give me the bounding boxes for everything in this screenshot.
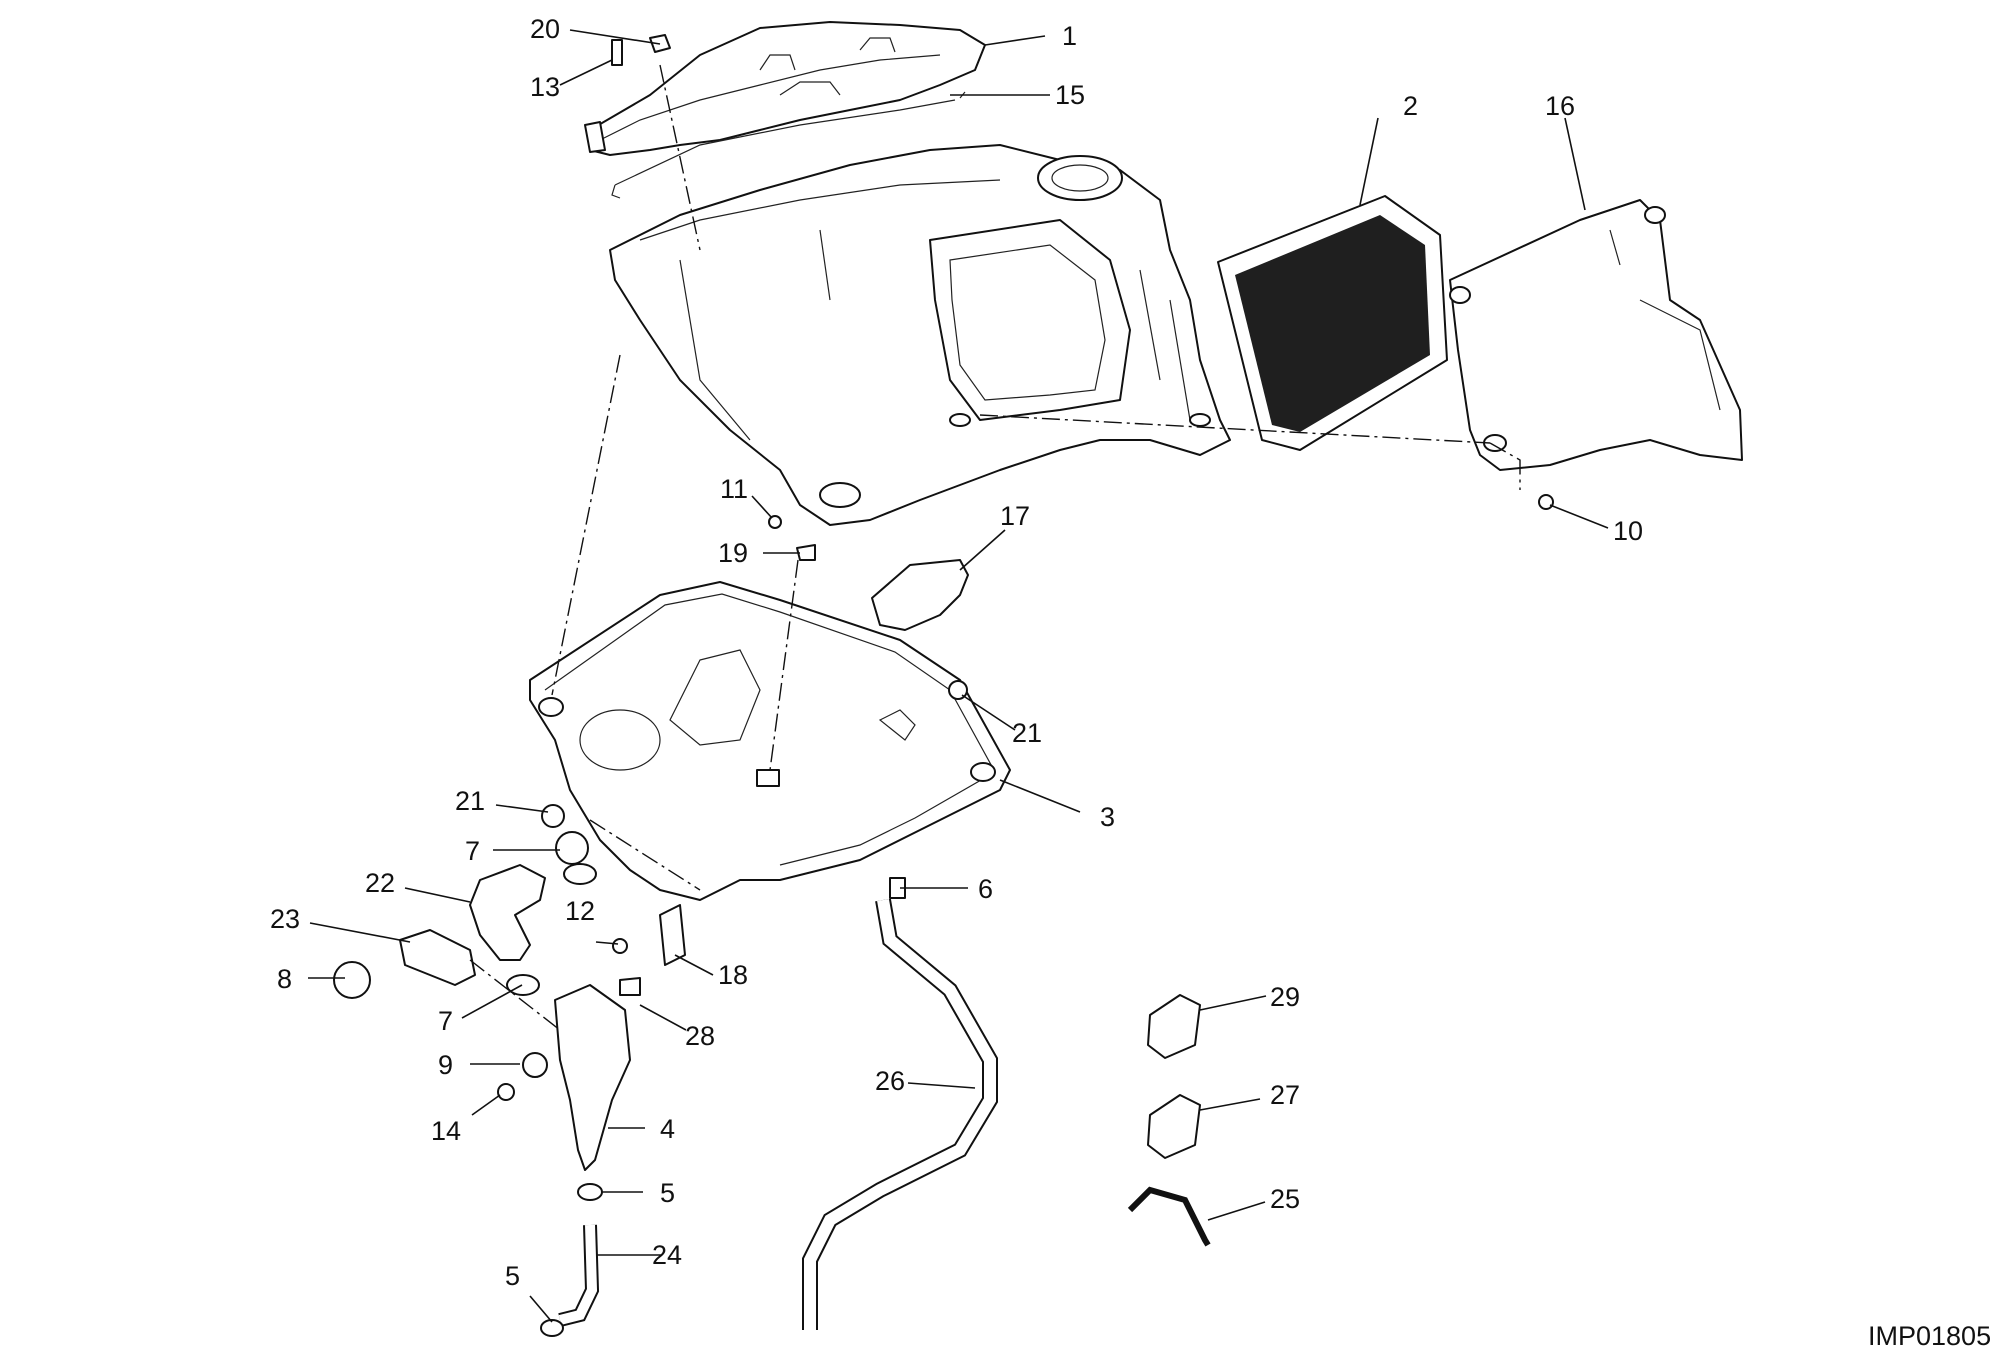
callout-24: 24 <box>652 1240 682 1270</box>
callout-13: 13 <box>530 72 560 102</box>
frame-part <box>609 144 1231 526</box>
cable-tie-25-part <box>1127 1186 1211 1247</box>
callout-22: 22 <box>365 868 395 898</box>
callout-10: 10 <box>1613 516 1643 546</box>
callout-5b: 5 <box>505 1261 520 1291</box>
callout-8: 8 <box>277 964 292 994</box>
callout-12: 12 <box>565 896 595 926</box>
reference-code: IMP01805 <box>1868 1321 1991 1351</box>
callout-26: 26 <box>875 1066 905 1096</box>
callout-3: 3 <box>1100 802 1115 832</box>
clamp-29-part <box>1147 994 1201 1059</box>
callout-labels: 1 2 3 4 5 5 6 7 7 8 9 10 11 12 13 14 15 … <box>270 14 1643 1291</box>
callout-16: 16 <box>1545 91 1575 121</box>
callout-27: 27 <box>1270 1080 1300 1110</box>
callout-23: 23 <box>270 904 300 934</box>
air-duct-part <box>1449 199 1743 471</box>
callout-4: 4 <box>660 1114 675 1144</box>
callout-1: 1 <box>1062 21 1077 51</box>
callout-17: 17 <box>1000 501 1030 531</box>
callout-5a: 5 <box>660 1178 675 1208</box>
leader-lines <box>308 29 1609 1323</box>
assembly-lines <box>469 64 1521 1031</box>
callout-21b: 21 <box>1012 718 1042 748</box>
callout-18: 18 <box>718 960 748 990</box>
callout-7b: 7 <box>438 1006 453 1036</box>
callout-19: 19 <box>718 538 748 568</box>
sensor-connector-part <box>871 559 969 631</box>
callout-9: 9 <box>438 1050 453 1080</box>
drain-hose-part <box>802 898 998 1330</box>
clamp-27-part <box>1147 1094 1201 1159</box>
callout-20: 20 <box>530 14 560 44</box>
callout-25: 25 <box>1270 1184 1300 1214</box>
fasteners <box>333 34 1554 1337</box>
lower-airbox-part <box>529 581 1011 901</box>
callout-2: 2 <box>1403 91 1418 121</box>
separator-part <box>554 984 631 1171</box>
callout-7a: 7 <box>465 836 480 866</box>
upper-cover-part <box>584 21 986 156</box>
callout-29: 29 <box>1270 982 1300 1012</box>
corrugated-hose-part <box>399 929 476 986</box>
callout-6: 6 <box>978 874 993 904</box>
callout-14: 14 <box>431 1116 461 1146</box>
elbow-hose-part <box>469 864 546 961</box>
air-filter-part <box>1217 195 1448 451</box>
callout-28: 28 <box>685 1021 715 1051</box>
callout-11: 11 <box>720 474 748 504</box>
callout-15: 15 <box>1055 80 1085 110</box>
callout-21a: 21 <box>455 786 485 816</box>
